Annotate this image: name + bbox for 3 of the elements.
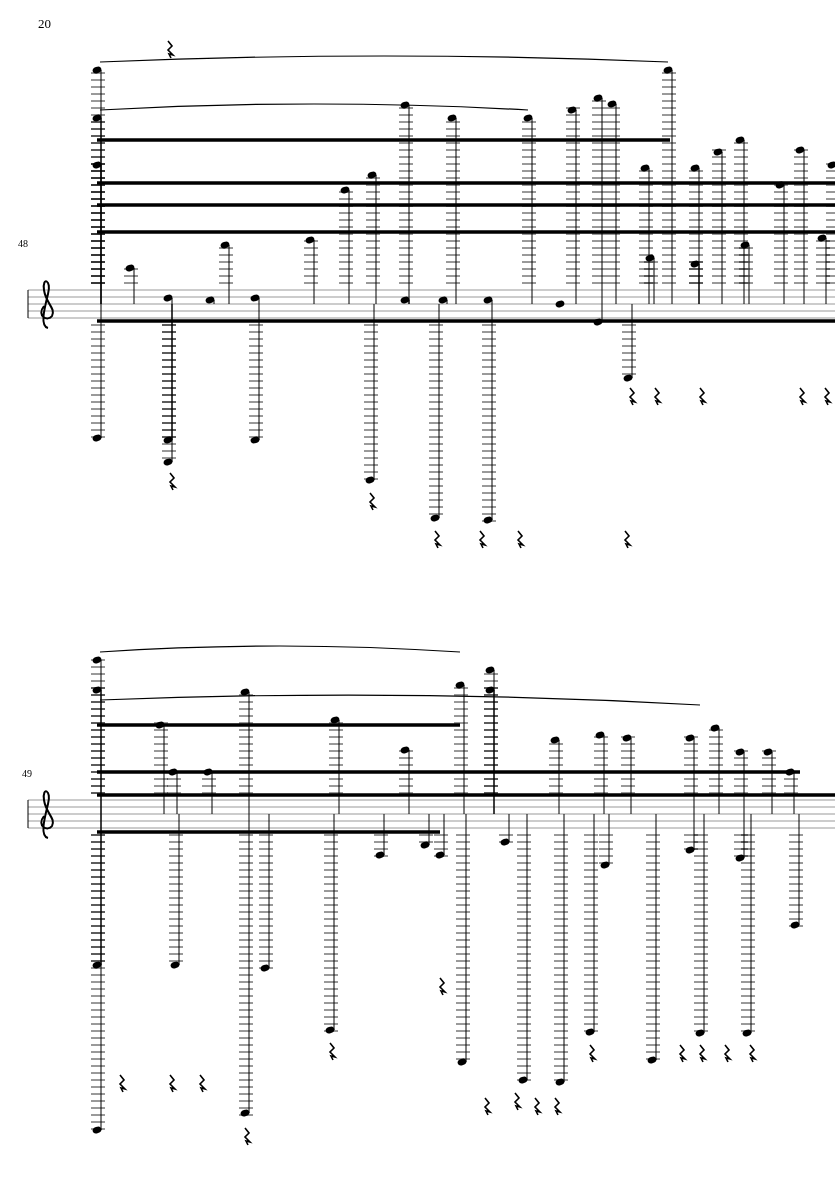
page-number: 20 — [38, 16, 51, 32]
measure-number: 48 — [18, 238, 28, 249]
measure-number: 49 — [22, 768, 32, 779]
